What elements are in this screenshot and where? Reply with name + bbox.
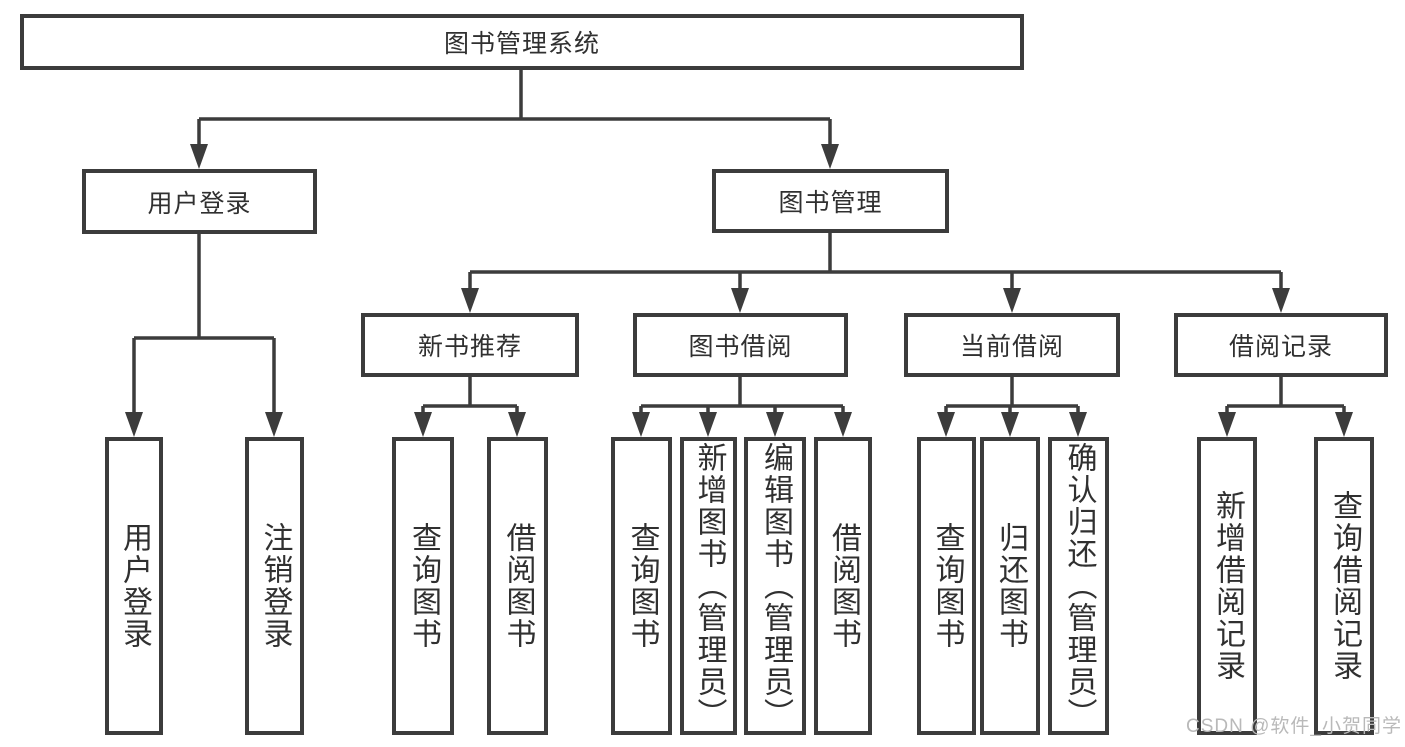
leaf-current-query-books: 查询图书 — [917, 437, 976, 735]
leaf-borrow-books: 借阅图书 — [814, 437, 872, 735]
leaf-confirm-return-admin: 确认归还（管理员） — [1048, 437, 1109, 735]
node-current-borrow-label: 当前借阅 — [959, 333, 1064, 361]
leaf-return-books-label: 归还图书 — [994, 522, 1027, 650]
leaf-query-borrow-record-label: 查询借阅记录 — [1328, 490, 1361, 682]
leaf-user-login-label: 用户登录 — [118, 522, 151, 650]
arrowhead-icons — [125, 144, 1353, 437]
leaf-borrow-query-books: 查询图书 — [611, 437, 672, 735]
node-borrow-records: 借阅记录 — [1174, 313, 1388, 377]
csdn-watermark: CSDN @软件_小贺同学 — [1186, 716, 1402, 737]
leaf-newbook-query-books: 查询图书 — [392, 437, 454, 735]
leaf-current-query-books-label: 查询图书 — [930, 522, 964, 650]
leaf-borrow-query-books-label: 查询图书 — [625, 522, 659, 650]
node-new-book-recommend: 新书推荐 — [361, 313, 579, 377]
node-user-login: 用户登录 — [82, 169, 317, 234]
leaf-confirm-return-admin-label: 确认归还（管理员） — [1062, 442, 1096, 730]
node-library-system-label: 图书管理系统 — [443, 30, 600, 58]
leaf-logout-label: 注销登录 — [258, 522, 292, 650]
leaf-newbook-query-books-label: 查询图书 — [407, 522, 440, 650]
leaf-return-books: 归还图书 — [980, 437, 1040, 735]
leaf-query-borrow-record: 查询借阅记录 — [1314, 437, 1374, 735]
leaf-borrow-books-label: 借阅图书 — [827, 522, 860, 650]
node-book-management: 图书管理 — [712, 169, 949, 233]
leaf-add-books-admin-label: 新增图书（管理员） — [692, 442, 726, 730]
node-book-borrow-label: 图书借阅 — [688, 333, 793, 361]
leaf-edit-books-admin-label: 编辑图书（管理员） — [759, 442, 792, 730]
leaf-newbook-borrow-books-label: 借阅图书 — [501, 522, 535, 650]
leaf-edit-books-admin: 编辑图书（管理员） — [744, 437, 806, 735]
node-borrow-records-label: 借阅记录 — [1228, 333, 1333, 361]
node-current-borrow: 当前借阅 — [904, 313, 1120, 377]
node-book-borrow: 图书借阅 — [633, 313, 848, 377]
node-new-book-recommend-label: 新书推荐 — [417, 333, 522, 361]
leaf-add-books-admin: 新增图书（管理员） — [680, 437, 737, 735]
leaf-add-borrow-record-label: 新增借阅记录 — [1211, 490, 1244, 682]
leaf-user-login: 用户登录 — [105, 437, 163, 735]
node-book-management-label: 图书管理 — [778, 189, 883, 217]
leaf-newbook-borrow-books: 借阅图书 — [487, 437, 548, 735]
node-user-login-label: 用户登录 — [147, 189, 252, 218]
node-library-system: 图书管理系统 — [20, 14, 1024, 70]
leaf-add-borrow-record: 新增借阅记录 — [1197, 437, 1257, 735]
leaf-logout: 注销登录 — [245, 437, 304, 735]
